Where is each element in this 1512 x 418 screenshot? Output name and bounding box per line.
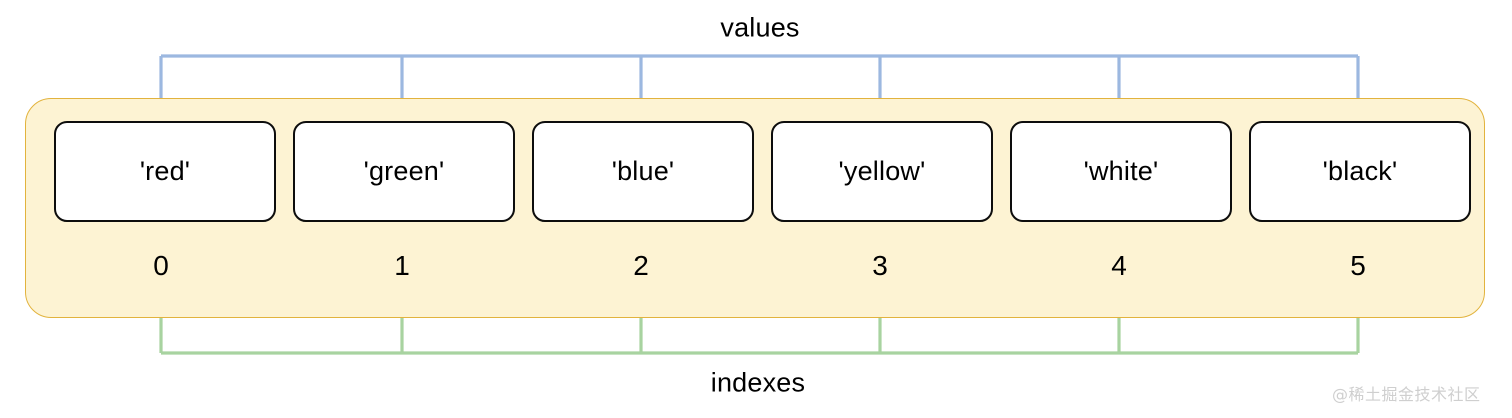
array-cell-value: 'white' [1083, 156, 1159, 186]
watermark: @稀土掘金技术社区 [1332, 385, 1481, 404]
array-cell-5[interactable]: 'black' [1249, 121, 1471, 222]
array-cell-1[interactable]: 'green' [293, 121, 515, 222]
array-cell-value: 'blue' [611, 156, 675, 186]
array-index-4: 4 [1111, 250, 1127, 281]
array-index-1: 1 [394, 250, 410, 281]
array-cell-0[interactable]: 'red' [54, 121, 276, 222]
array-cell-2[interactable]: 'blue' [532, 121, 754, 222]
array-cell-value: 'black' [1322, 156, 1398, 186]
array-cell-value: 'yellow' [838, 156, 926, 186]
array-index-3: 3 [872, 250, 888, 281]
values-label: values [720, 12, 800, 43]
array-cell-3[interactable]: 'yellow' [771, 121, 993, 222]
array-index-2: 2 [633, 250, 649, 281]
array-index-5: 5 [1350, 250, 1366, 281]
indexes-label: indexes [710, 367, 806, 398]
array-cell-value: 'red' [139, 156, 191, 186]
values-connectors [159, 54, 1367, 144]
array-cell-value: 'green' [363, 156, 445, 186]
array-index-0: 0 [153, 250, 169, 281]
array-cell-4[interactable]: 'white' [1010, 121, 1232, 222]
